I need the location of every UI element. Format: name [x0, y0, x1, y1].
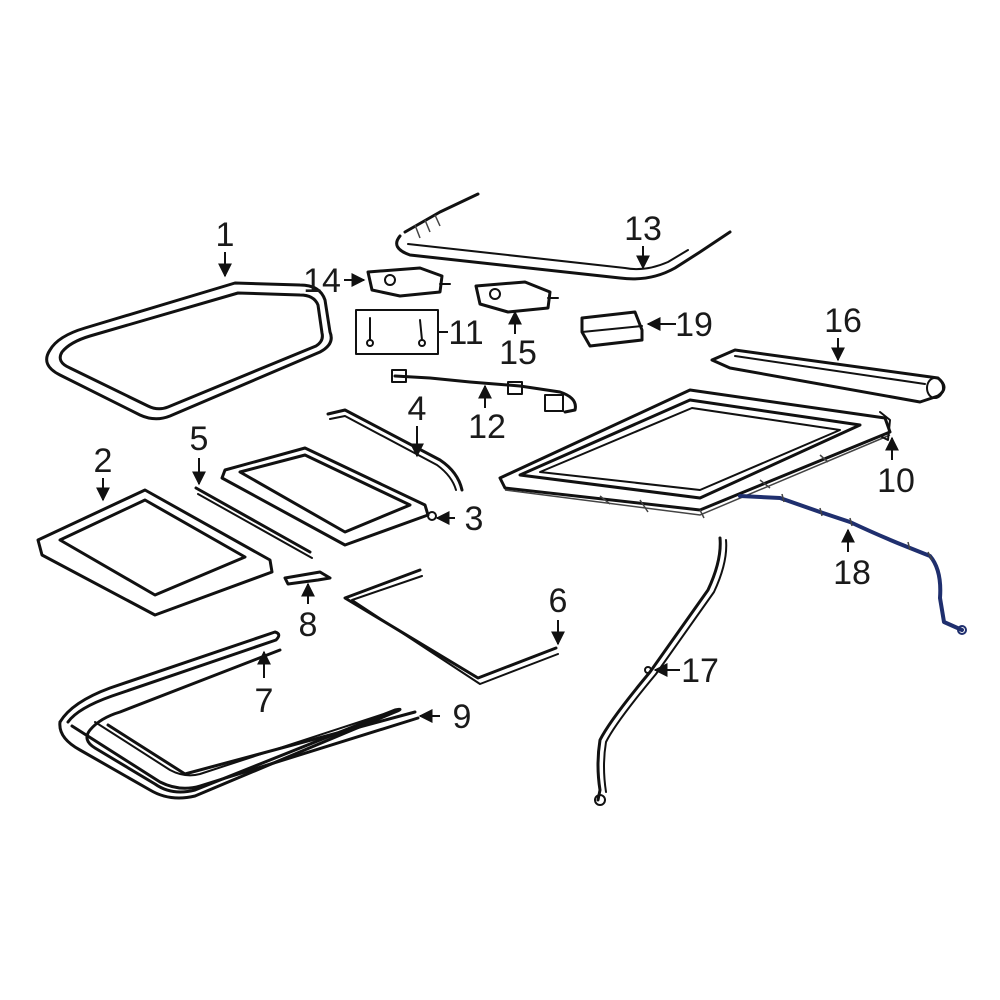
svg-text:2: 2 — [94, 442, 113, 480]
callout-9: 9 — [418, 698, 472, 736]
callout-18: 18 — [833, 528, 871, 592]
callout-10: 10 — [877, 436, 915, 500]
svg-text:16: 16 — [824, 302, 862, 340]
part-11-bolts[interactable] — [355, 309, 439, 355]
callout-12: 12 — [468, 384, 506, 446]
svg-text:11: 11 — [448, 314, 483, 352]
part-18-drain-hose[interactable] — [738, 493, 967, 635]
part-8-clip[interactable] — [283, 570, 332, 586]
callout-19: 19 — [646, 306, 713, 344]
svg-text:6: 6 — [549, 582, 568, 620]
part-7-seal-strip[interactable] — [58, 630, 281, 724]
callout-7: 7 — [255, 650, 274, 720]
part-15-motor[interactable] — [474, 280, 559, 314]
callout-2: 2 — [94, 442, 113, 502]
callout-6: 6 — [549, 582, 568, 646]
part-2-glass-panel-frame[interactable] — [36, 488, 274, 617]
svg-text:7: 7 — [255, 682, 274, 720]
svg-text:18: 18 — [833, 554, 871, 592]
svg-text:9: 9 — [453, 698, 472, 736]
callout-8: 8 — [299, 582, 318, 644]
svg-text:14: 14 — [303, 262, 341, 300]
part-5-seal-strip[interactable] — [194, 486, 313, 559]
svg-text:12: 12 — [468, 408, 506, 446]
part-13-drive-cable[interactable] — [395, 192, 732, 281]
svg-text:17: 17 — [681, 652, 719, 690]
callout-11: 11 — [438, 314, 484, 352]
callout-1: 1 — [216, 216, 235, 278]
part-17-drain-hose[interactable] — [594, 536, 728, 806]
svg-text:8: 8 — [299, 606, 318, 644]
part-14-motor[interactable] — [366, 266, 451, 298]
callout-3: 3 — [435, 500, 484, 538]
part-3-rear-panel[interactable] — [220, 446, 437, 547]
callout-15: 15 — [499, 310, 537, 372]
svg-text:4: 4 — [408, 390, 427, 428]
part-4-wind-deflector[interactable] — [326, 408, 464, 492]
part-19-control-module[interactable] — [580, 310, 644, 348]
svg-text:19: 19 — [675, 306, 713, 344]
callout-4: 4 — [408, 390, 427, 458]
svg-text:10: 10 — [877, 462, 915, 500]
callout-14: 14 — [303, 262, 366, 300]
callout-17: 17 — [653, 652, 719, 690]
svg-text:5: 5 — [190, 420, 209, 458]
callout-5: 5 — [190, 420, 209, 486]
part-1-glass-panel[interactable] — [45, 281, 333, 421]
part-6-seal[interactable] — [343, 568, 559, 685]
callout-13: 13 — [624, 210, 662, 270]
svg-text:1: 1 — [216, 216, 235, 254]
svg-text:3: 3 — [465, 500, 484, 538]
callout-16: 16 — [824, 302, 862, 362]
part-12-wiring-harness[interactable] — [391, 369, 577, 414]
svg-text:13: 13 — [624, 210, 662, 248]
svg-text:15: 15 — [499, 334, 537, 372]
part-10-sunroof-frame[interactable] — [498, 388, 892, 519]
part-9-outer-seal[interactable] — [58, 648, 420, 800]
part-16-sunshade[interactable] — [710, 348, 946, 404]
